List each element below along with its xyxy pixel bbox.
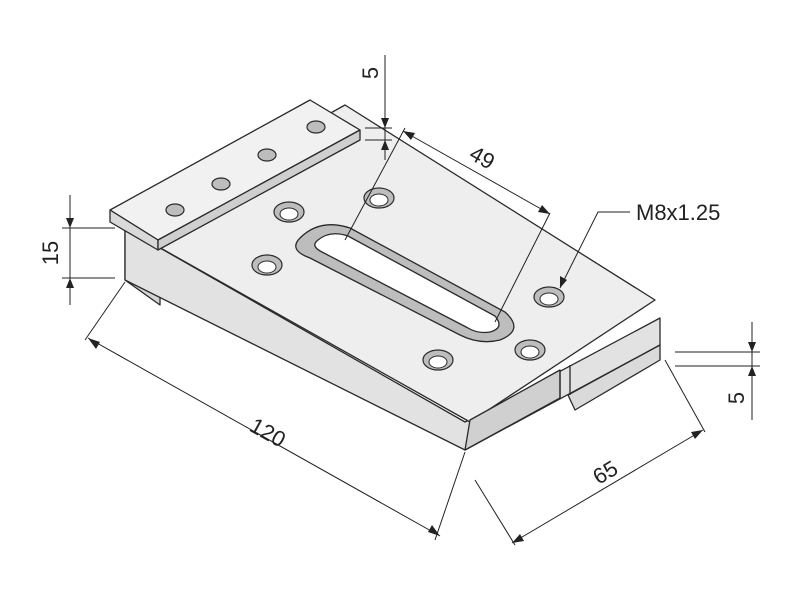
dim-49-ext-left bbox=[344, 127, 406, 241]
hole-bore bbox=[428, 355, 448, 369]
dim-length-label: 120 bbox=[246, 413, 290, 453]
hole-bore bbox=[369, 193, 389, 207]
rail-hole bbox=[306, 120, 326, 134]
dim-65-ext-left bbox=[474, 479, 516, 546]
dim-49-ext-right bbox=[494, 212, 551, 323]
dim-120-ext-right bbox=[434, 451, 466, 541]
rail-hole bbox=[165, 203, 185, 217]
arrow bbox=[381, 118, 389, 128]
arrow bbox=[66, 278, 74, 288]
arrow bbox=[428, 525, 440, 536]
thread-leader bbox=[559, 211, 630, 289]
arrow bbox=[748, 342, 756, 352]
arrow bbox=[381, 140, 389, 150]
dim-groove-offset-label: 5 bbox=[724, 392, 749, 404]
arrow bbox=[88, 338, 100, 349]
thread-callout-label: M8x1.25 bbox=[636, 200, 720, 225]
arrow bbox=[66, 218, 74, 228]
dim-65-line bbox=[511, 429, 704, 544]
rail-hole bbox=[211, 177, 231, 191]
hole-bore bbox=[257, 260, 277, 274]
dim-65-ext-right bbox=[664, 359, 706, 433]
dim-width-label: 65 bbox=[588, 455, 622, 489]
dim-height-label: 15 bbox=[38, 241, 63, 265]
top-holes-inner bbox=[257, 193, 559, 369]
slot-inner bbox=[314, 233, 500, 334]
arrow bbox=[691, 430, 703, 439]
arrow bbox=[560, 276, 567, 288]
arrow bbox=[748, 366, 756, 376]
dimension-lines bbox=[62, 55, 760, 546]
dim-49-line bbox=[402, 130, 551, 215]
hole-bore bbox=[279, 207, 299, 221]
rail-holes bbox=[165, 120, 326, 217]
dim-120-ext-left bbox=[84, 281, 126, 341]
hole-bore bbox=[539, 292, 559, 306]
arrow bbox=[538, 205, 550, 214]
front-rail-right bbox=[567, 344, 661, 411]
arrow bbox=[512, 534, 524, 543]
hole-bore bbox=[520, 345, 540, 359]
dim-rail-offset-label: 5 bbox=[358, 67, 383, 79]
back-rail-side bbox=[157, 129, 361, 251]
center-slot bbox=[295, 224, 515, 343]
rail-hole bbox=[257, 148, 277, 162]
arrow bbox=[403, 131, 415, 140]
dim-120-line bbox=[87, 337, 441, 537]
arrowheads bbox=[66, 118, 756, 543]
